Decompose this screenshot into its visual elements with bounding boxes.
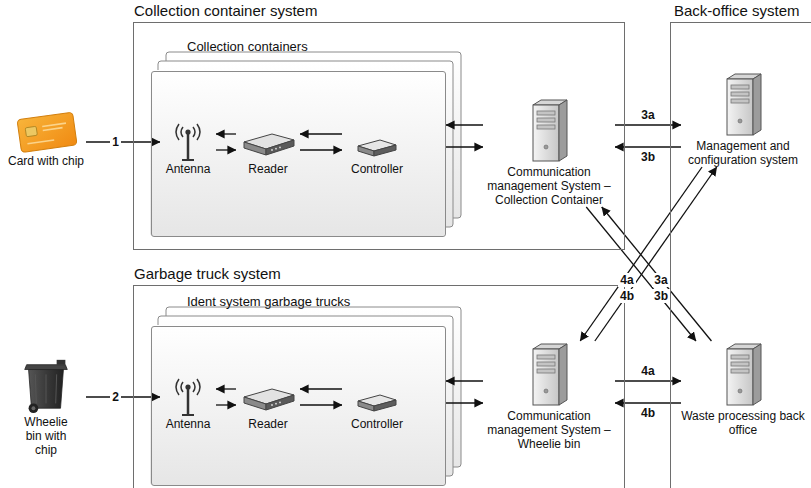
- data-flow-arrow: [86, 141, 160, 142]
- node-label: Communication management System – Wheeli…: [483, 409, 615, 451]
- data-flow-arrow: [216, 149, 236, 150]
- container-stack: Collection containersAntennaReaderContro…: [151, 71, 446, 237]
- node-label: Controller: [342, 162, 412, 176]
- srv-icon: [721, 341, 765, 409]
- flow-number: 3a: [652, 273, 669, 287]
- flow-number: 4a: [618, 273, 635, 287]
- node-label: Controller: [342, 417, 412, 431]
- data-flow-arrow: [86, 396, 160, 397]
- node-label: Wheelie bin with chip: [16, 415, 76, 457]
- reader-device: Reader: [236, 120, 300, 176]
- server-node: Communication management System – Wheeli…: [483, 341, 615, 451]
- rd-icon: [238, 120, 298, 162]
- node-label: Management and configuration system: [681, 139, 805, 167]
- data-flow-arrow: [300, 149, 342, 150]
- group-heading: Ident system garbage trucks: [187, 294, 350, 309]
- server-node: Management and configuration system: [681, 71, 805, 167]
- data-flow-arrow: [446, 402, 483, 403]
- antenna-device: Antenna: [160, 120, 216, 176]
- node-label: Reader: [236, 417, 300, 431]
- flow-number: 3a: [639, 108, 656, 122]
- node-label: Waste processing back office: [681, 409, 805, 437]
- ct-icon: [352, 120, 402, 162]
- flow-number: 3b: [652, 289, 670, 303]
- truck-ident-stack: Ident system garbage trucksAntennaReader…: [151, 326, 446, 486]
- data-flow-arrow: [446, 124, 483, 125]
- chip-card: Card with chip: [6, 110, 86, 168]
- card-icon: [13, 110, 79, 154]
- data-flow-arrow: [216, 133, 236, 134]
- flow-number: 4b: [618, 289, 636, 303]
- node-label: Antenna: [160, 162, 216, 176]
- system-box: Collection container systemCollection co…: [133, 22, 625, 250]
- srv-icon: [721, 71, 765, 139]
- controller-device: Controller: [342, 120, 412, 176]
- group-heading: Garbage truck system: [134, 265, 281, 282]
- bin-icon: [21, 355, 71, 415]
- srv-icon: [527, 97, 571, 165]
- ct-icon: [352, 375, 402, 417]
- data-flow-arrow: [300, 388, 342, 389]
- flow-number: 4a: [639, 364, 656, 378]
- node-label: Antenna: [160, 417, 216, 431]
- flow-number: 3b: [639, 150, 657, 164]
- data-flow-arrow: [602, 207, 712, 341]
- node-label: Reader: [236, 162, 300, 176]
- group-heading: Collection container system: [134, 2, 317, 19]
- data-flow-arrow: [595, 167, 717, 341]
- flow-number: 1: [110, 135, 121, 149]
- antenna-device: Antenna: [160, 375, 216, 431]
- flow-number: 4b: [639, 406, 657, 420]
- reader-device: Reader: [236, 375, 300, 431]
- controller-device: Controller: [342, 375, 412, 431]
- system-box: Garbage truck systemIdent system garbage…: [133, 285, 625, 488]
- rd-icon: [238, 375, 298, 417]
- flow-number: 2: [110, 390, 121, 404]
- ant-icon: [168, 120, 208, 162]
- server-node: Waste processing back office: [681, 341, 805, 437]
- group-heading: Back-office system: [674, 2, 800, 19]
- wheelie-bin: Wheelie bin with chip: [6, 355, 86, 457]
- srv-icon: [527, 341, 571, 409]
- data-flow-arrow: [216, 404, 236, 405]
- data-flow-arrow: [446, 146, 483, 147]
- data-flow-arrow: [446, 380, 483, 381]
- system-box: Back-office systemManagement and configu…: [670, 22, 811, 488]
- server-node: Communication management System – Collec…: [483, 97, 615, 207]
- data-flow-arrow: [300, 133, 342, 134]
- ant-icon: [168, 375, 208, 417]
- data-flow-arrow: [216, 388, 236, 389]
- node-label: Card with chip: [6, 154, 86, 168]
- node-label: Communication management System – Collec…: [483, 165, 615, 207]
- data-flow-arrow: [300, 404, 342, 405]
- group-heading: Collection containers: [187, 39, 308, 54]
